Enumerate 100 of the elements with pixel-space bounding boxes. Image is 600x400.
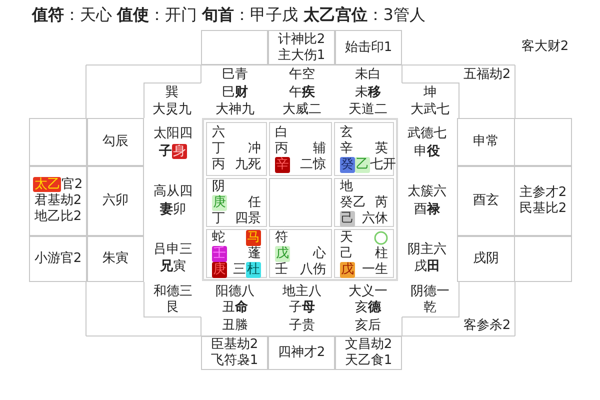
palace-cell [206, 178, 267, 227]
chart-label: 乾 [424, 300, 436, 316]
chart-cell [87, 166, 144, 236]
cell-text: 六休 [362, 210, 388, 226]
cell-text: 始击印1 [344, 40, 392, 56]
cell-text: 地 [340, 178, 353, 194]
chart-label: 子贵 [289, 318, 315, 334]
chart-cell [87, 118, 144, 166]
chart-label: 太阳四 [154, 126, 192, 142]
cell-text: 小游官2 [34, 251, 82, 267]
palace-cell [269, 122, 332, 176]
cell-text: 飞符袅1 [210, 353, 258, 369]
cell-text: 太乙官2 [33, 177, 83, 193]
chart-cell [457, 236, 515, 282]
chart-label: 亥后 [355, 318, 381, 334]
chart-label: 大神九 [216, 102, 254, 118]
highlighted-text: 戊 [275, 246, 290, 262]
cell-text: 壬 [275, 262, 288, 278]
chart-label: 太簇六 [408, 184, 446, 200]
cell-text: 二惊 [300, 157, 326, 173]
highlighted-text: 壬 [212, 246, 227, 262]
chart-label: 未移 [355, 85, 381, 101]
chart-label: 酉禄 [414, 202, 440, 218]
chart-label: 大威二 [282, 102, 322, 118]
palace-cell [269, 229, 332, 278]
palace-cell [206, 229, 267, 278]
header-text: 值符：天心 值使：开门 旬首：甲子戊 太乙宫位：3管人 [32, 5, 426, 26]
chart-cell [268, 30, 335, 65]
chart-label: 午空 [289, 67, 315, 83]
cell-text: 柱 [375, 246, 388, 262]
chart-label: 子身 [159, 144, 187, 160]
chart-label: 亥德 [355, 300, 381, 316]
cell-text: 四神才2 [278, 345, 326, 361]
palace-cell [334, 122, 394, 176]
cell-text: 天 [340, 230, 353, 246]
cell-text: 七开 [370, 157, 396, 173]
cell-text: 阴 [212, 178, 225, 194]
chart-label: 艮 [166, 300, 180, 316]
cell-text: 六 [212, 125, 225, 141]
chart-label: 阴德一 [410, 284, 450, 300]
chart-label: 巳财 [222, 85, 248, 101]
cell-text: 八伤 [300, 262, 326, 278]
chart-label: 戌田 [414, 259, 440, 275]
chart-cell [335, 30, 402, 65]
cell-text: 四景 [235, 210, 261, 226]
cell-text: 文昌劫2 [344, 337, 392, 353]
highlighted-text: 庚 [212, 194, 227, 210]
cell-text: 君基劫2 [34, 193, 82, 209]
chart-label: 巽 [166, 85, 178, 101]
cell-text: 丁 [212, 210, 225, 226]
highlighted-text: 庚 [212, 262, 227, 278]
chart-cell [29, 236, 87, 282]
palace-cell [334, 229, 394, 278]
cell-text: 辛 [340, 141, 353, 157]
cell-text: 勾辰 [102, 134, 128, 150]
chart-cell [268, 336, 335, 370]
cell-text: 癸乙 [340, 194, 366, 210]
chart-label: 阳德八 [216, 284, 254, 300]
cell-text: 玄 [340, 125, 353, 141]
chart-label: 高从四 [154, 184, 192, 200]
chart-label: 和德三 [154, 284, 192, 300]
empty-cell [269, 178, 332, 227]
cell-text: 九死 [235, 157, 261, 173]
chart-label: 申役 [414, 144, 440, 160]
chart-label: 午疾 [289, 85, 315, 101]
cell-text: 丙 [212, 157, 225, 173]
cell-text: 芮 [375, 194, 388, 210]
cell-text: 任 [248, 194, 261, 210]
highlighted-text: 马 [246, 230, 261, 246]
cell-text: 六卯 [102, 193, 128, 209]
chart-label: 未白 [355, 67, 381, 83]
cell-text: 丁 [212, 141, 225, 157]
highlighted-text: 戊 [340, 262, 355, 278]
cell-text: 蛇 [212, 230, 225, 246]
palace-cell [206, 122, 267, 176]
cell-text: 符 [275, 230, 288, 246]
chart-label: 武德七 [408, 126, 446, 142]
highlighted-text: 乙 [355, 157, 370, 173]
cell-text: 辅 [313, 141, 326, 157]
cell-text: 英 [375, 141, 388, 157]
highlighted-text: 己 [340, 210, 355, 226]
chart-label: 客大财2 [521, 39, 569, 55]
chart-label: 吕申三 [154, 242, 192, 258]
chart-cell [457, 118, 515, 166]
chart-label: 巳青 [222, 67, 248, 83]
cell-text: 申常 [473, 134, 499, 150]
cell-text: 主大伤1 [278, 48, 326, 64]
cell-text: 主参才2 [519, 185, 567, 201]
chart-label: 坤 [424, 85, 436, 101]
highlighted-text: 辛 [275, 157, 290, 173]
chart-label: 兄寅 [160, 259, 186, 275]
palace-cell [334, 178, 394, 227]
cell-text: 三 [233, 262, 246, 278]
cell-text: 一生 [362, 262, 388, 278]
chart-cell [29, 166, 87, 236]
cell-text: 冲 [248, 141, 261, 157]
chart-cell [457, 166, 515, 236]
highlighted-text: 癸 [340, 157, 355, 173]
chart-cell [335, 336, 402, 370]
chart-label: 丑命 [222, 300, 248, 316]
